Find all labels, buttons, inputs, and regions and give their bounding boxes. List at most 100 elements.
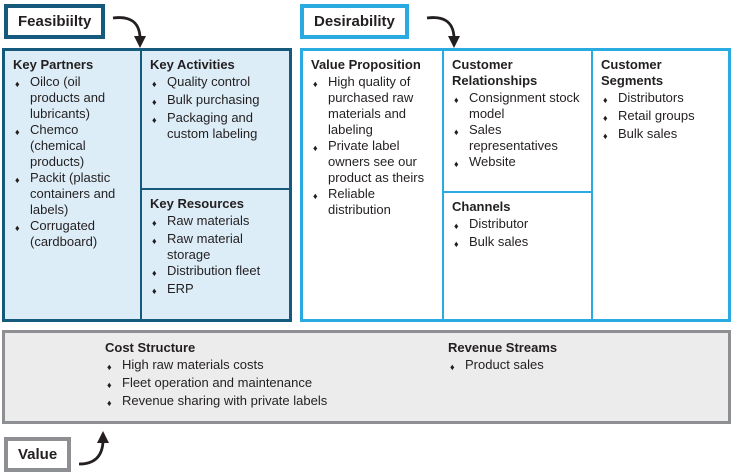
bullet-item: ♦ Distributors (601, 90, 720, 108)
diamond-bullet-icon: ♦ (152, 286, 157, 296)
curved-arrow-down-icon (426, 16, 460, 48)
diamond-bullet-icon: ♦ (454, 159, 459, 169)
curved-arrow-down-icon (112, 16, 146, 48)
panel-title: Cost Structure (105, 340, 196, 355)
panel-title: Customer Segments (601, 57, 664, 88)
bullet-text: Consignment stock model (469, 90, 580, 121)
diamond-bullet-icon: ♦ (603, 131, 608, 141)
bullet-text: Packit (plastic containers and labels) (30, 170, 116, 217)
panel-title: Key Activities (150, 57, 235, 72)
bullet-text: Website (469, 154, 516, 169)
bullet-text: Chemco (chemical products) (30, 122, 86, 169)
panel-customer-segments: Customer Segments ♦ Distributors ♦ Retail g… (593, 51, 728, 319)
bullet-text: Reliable distribution (328, 186, 391, 217)
panel-revenue-streams: Revenue Streams ♦Product sales (448, 340, 688, 375)
diamond-bullet-icon: ♦ (152, 236, 157, 246)
activities-resources-column: Key Activities ♦Quality control♦Bulk pur… (142, 51, 289, 319)
bullet-text: Quality control (167, 74, 251, 89)
relationships-channels-column: Customer Relationships ♦ Consignment stoc… (444, 51, 593, 319)
diamond-bullet-icon: ♦ (15, 127, 20, 137)
diamond-bullet-icon: ♦ (454, 239, 459, 249)
bullet-item: ♦ ERP (150, 281, 281, 299)
diamond-bullet-icon: ♦ (152, 115, 157, 125)
bullet-text: Raw materials (167, 213, 250, 228)
panel-cost-structure: Cost Structure ♦High raw materials costs… (105, 340, 415, 411)
bullet-item: ♦ Distributor (452, 216, 583, 234)
panel-title: Key Resources (150, 196, 244, 211)
curved-arrow-up-icon (78, 431, 109, 466)
bullet-item: ♦ Revenue sharing with private labels (105, 393, 415, 411)
bullet-item: ♦ Retail groups (601, 108, 720, 126)
bullet-list: ♦ Consignment stock model ♦ Sales represent… (452, 90, 583, 172)
bullet-text: ERP (167, 281, 194, 296)
feasibility-block: Key Partners ♦Oilco (oil products and lu… (2, 48, 292, 322)
bullet-list: ♦Quality control ♦ Bulk purchasing ♦ Packagi… (150, 74, 281, 142)
bullet-item: ♦Corrugated (cardboard) (13, 218, 132, 250)
bullet-list: ♦ Distributor ♦Bulk sales (452, 216, 583, 252)
bullet-list: ♦ Raw materials ♦Raw material storage♦Dist… (150, 213, 281, 299)
diamond-bullet-icon: ♦ (107, 380, 112, 390)
bullet-item: ♦High raw materials costs (105, 357, 415, 375)
diamond-bullet-icon: ♦ (152, 97, 157, 107)
panel-title: Customer Relationships (452, 57, 538, 88)
bullet-list: ♦ High quality of purchased raw materials… (311, 74, 428, 218)
panel-key-activities: Key Activities ♦Quality control♦Bulk pur… (142, 51, 289, 190)
panel-title: Channels (452, 199, 511, 214)
panel-key-partners: Key Partners ♦Oilco (oil products and lu… (5, 51, 142, 319)
bullet-item: ♦ Bulk sales (601, 126, 720, 144)
bullet-text: High quality of purchased raw materials … (328, 74, 414, 137)
bullet-text: Revenue sharing with private labels (122, 393, 328, 408)
bullet-list: ♦Product sales (448, 357, 688, 375)
value-tag: Value (4, 437, 72, 472)
bullet-text: Corrugated (cardboard) (30, 218, 98, 249)
bullet-list: ♦Oilco (oil products and lubricants)♦Che… (13, 74, 132, 250)
value-block: Cost Structure ♦High raw materials costs… (2, 330, 731, 424)
panel-title: Revenue Streams (448, 340, 558, 355)
diamond-bullet-icon: ♦ (313, 143, 318, 153)
bullet-list: ♦High raw materials costs♦Fleet operatio… (105, 357, 415, 411)
bullet-text: Bulk sales (618, 126, 678, 141)
feasibility-tag: Feasibiilty (4, 4, 106, 39)
bullet-text: Retail groups (618, 108, 695, 123)
bullet-text: Bulk purchasing (167, 92, 260, 107)
panel-value-proposition: Value Proposition ♦ High quality of purch… (303, 51, 442, 222)
diamond-bullet-icon: ♦ (454, 221, 459, 231)
bullet-text: High raw materials costs (122, 357, 264, 372)
diamond-bullet-icon: ♦ (15, 175, 20, 185)
panel-title: Value Proposition (311, 57, 421, 72)
bullet-item: ♦Oilco (oil products and lubricants) (13, 74, 132, 122)
bullet-item: ♦Quality control (150, 74, 281, 92)
diamond-bullet-icon: ♦ (107, 398, 112, 408)
bullet-text: Distributor (469, 216, 529, 231)
panel-channels: Channels ♦ Distributor ♦Bulk sales (444, 193, 591, 319)
bullet-text: Packaging and custom labeling (167, 110, 258, 141)
bullet-text: Fleet operation and maintenance (122, 375, 313, 390)
bullet-text: Sales representatives (469, 122, 558, 153)
diamond-bullet-icon: ♦ (152, 268, 157, 278)
bullet-text: Distributors (618, 90, 684, 105)
panel-key-resources: Key Resources ♦ Raw materials ♦Raw materia… (142, 190, 289, 319)
bullet-item: ♦Distribution fleet (150, 263, 281, 281)
bullet-item: ♦Raw material storage (150, 231, 281, 263)
panel-title: Key Partners (13, 57, 94, 72)
bullet-item: ♦Bulk sales (452, 234, 583, 252)
diamond-bullet-icon: ♦ (603, 113, 608, 123)
diamond-bullet-icon: ♦ (152, 218, 157, 228)
bullet-item: ♦Reliable distribution (311, 186, 428, 218)
bullet-item: ♦ Packit (plastic containers and labels) (13, 170, 132, 218)
diamond-bullet-icon: ♦ (450, 362, 455, 372)
diamond-bullet-icon: ♦ (313, 79, 318, 89)
diamond-bullet-icon: ♦ (454, 127, 459, 137)
bullet-item: ♦ Sales representatives (452, 122, 583, 154)
bullet-item: ♦ Website (452, 154, 583, 172)
bullet-item: ♦ Packaging and custom labeling (150, 110, 281, 142)
desirability-block: Value Proposition ♦ High quality of purch… (300, 48, 731, 322)
bullet-item: ♦ Chemco (chemical products) (13, 122, 132, 170)
bullet-text: Oilco (oil products and lubricants) (30, 74, 106, 121)
bullet-list: ♦ Distributors ♦ Retail groups ♦ Bulk sales (601, 90, 720, 144)
diamond-bullet-icon: ♦ (603, 95, 608, 105)
bullet-item: ♦Private label owners see our product as… (311, 138, 428, 186)
panel-customer-relationships: Customer Relationships ♦ Consignment stoc… (444, 51, 591, 193)
bullet-item: ♦ Bulk purchasing (150, 92, 281, 110)
